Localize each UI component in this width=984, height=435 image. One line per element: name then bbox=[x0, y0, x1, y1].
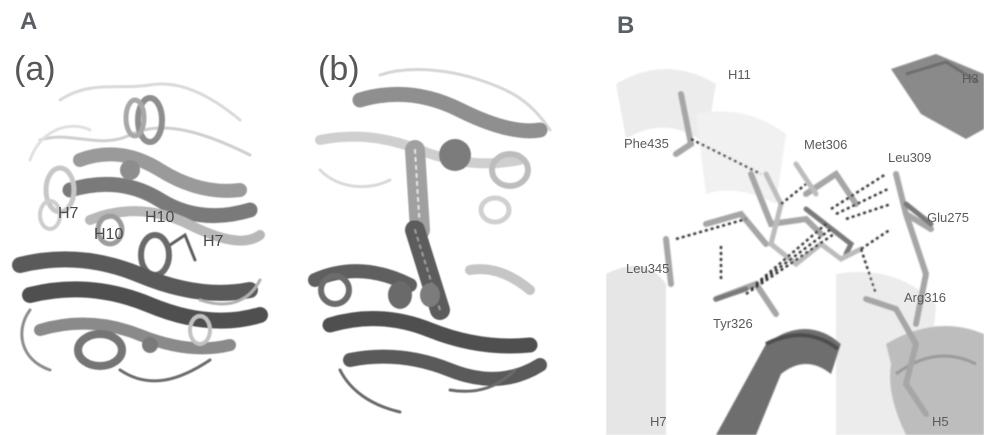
panel-a-letter: A bbox=[20, 8, 37, 36]
helix-label-h7-lower: H7 bbox=[203, 233, 223, 251]
residue-label-met306: Met306 bbox=[804, 137, 847, 152]
binding-pocket-image bbox=[606, 44, 984, 435]
helix-label-h7: H7 bbox=[650, 414, 667, 429]
helix-label-h10-right: H10 bbox=[145, 209, 174, 227]
protein-dimer-image-a bbox=[0, 60, 290, 435]
protein-dimer-image-b bbox=[300, 60, 570, 435]
residue-label-phe435: Phe435 bbox=[624, 136, 669, 151]
helix-label-h5: H5 bbox=[932, 414, 949, 429]
residue-label-tyr326: Tyr326 bbox=[713, 316, 753, 331]
helix-label-h11: H11 bbox=[728, 67, 751, 82]
residue-label-arg316: Arg316 bbox=[904, 290, 946, 305]
panel-b-letter: B bbox=[617, 12, 634, 40]
helix-label-h7-upper: H7 bbox=[58, 205, 78, 223]
residue-label-glu275: Glu275 bbox=[927, 210, 969, 225]
helix-label-h10-left: H10 bbox=[94, 226, 123, 244]
residue-label-leu309: Leu309 bbox=[888, 150, 931, 165]
helix-label-h3: H3 bbox=[962, 71, 979, 86]
residue-label-leu345: Leu345 bbox=[626, 261, 669, 276]
